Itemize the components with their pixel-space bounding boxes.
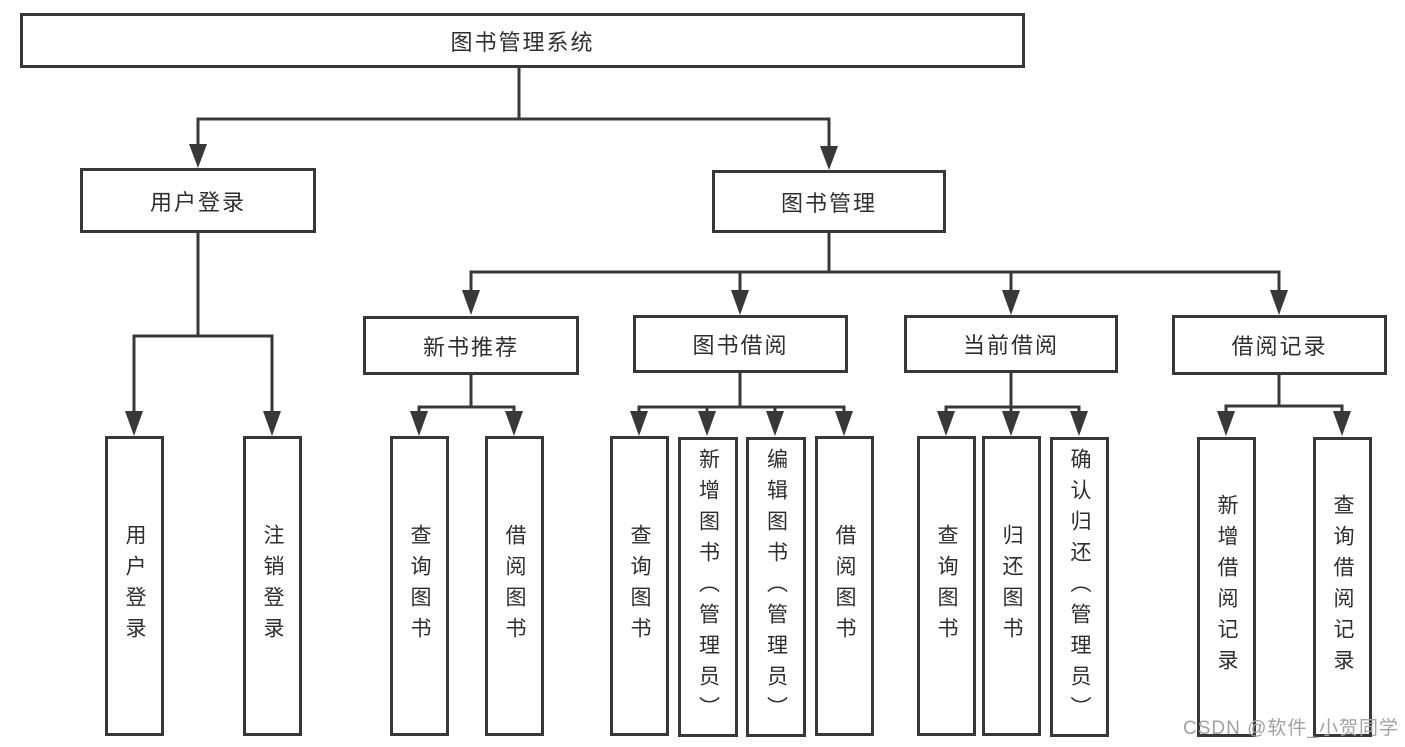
edge-newbook-crossbar: [417, 405, 516, 413]
node-cb-query-books-label: 查询图书: [935, 524, 958, 648]
node-nb-query-books: 查询图书: [390, 436, 449, 736]
node-cb-return-books-label: 归还图书: [1000, 524, 1023, 648]
edge-level2-crossbar: [196, 117, 831, 147]
node-user-login-group-label: 用户登录: [149, 189, 246, 215]
node-book-management: 图书管理: [712, 170, 946, 233]
edge-arrowheads: [125, 144, 1351, 436]
edge-borrowing-crossbar: [637, 405, 846, 413]
node-cb-confirm-return: 确认归还（管理员）: [1050, 437, 1109, 737]
node-bb-query-books: 查询图书: [610, 436, 669, 736]
arrow-current-borrowing: [1002, 290, 1020, 315]
arrow-user-login-group: [189, 144, 207, 168]
node-user-login: 用户登录: [105, 436, 164, 736]
node-new-book-recommend-label: 新书推荐: [422, 334, 519, 360]
arrow-borrowing-records: [1270, 290, 1288, 315]
arrow-new-book-recommend: [462, 290, 480, 315]
node-bb-borrow-books-label: 借阅图书: [833, 524, 856, 648]
node-br-query-record-label: 查询借阅记录: [1331, 494, 1354, 680]
node-cb-return-books: 归还图书: [982, 436, 1041, 736]
edge-records-crossbar: [1224, 404, 1344, 413]
arrow-cb-confirm-return: [1070, 411, 1088, 436]
arrow-bb-query-books: [630, 411, 648, 436]
node-bb-add-books-label: 新增图书（管理员）: [696, 447, 720, 727]
node-book-borrowing-label: 图书借阅: [692, 333, 789, 358]
arrow-bb-borrow-books: [835, 411, 853, 436]
arrow-br-add-record: [1217, 411, 1235, 436]
edge-lines: [132, 68, 1344, 413]
node-br-add-record-label: 新增借阅记录: [1215, 494, 1238, 680]
node-cb-confirm-return-label: 确认归还（管理员）: [1068, 447, 1091, 727]
node-root: 图书管理系统: [20, 13, 1025, 68]
arrow-br-query-record: [1333, 411, 1351, 436]
arrow-user-login: [125, 411, 143, 436]
node-logout-label: 注销登录: [261, 524, 284, 648]
node-user-login-label: 用户登录: [123, 524, 146, 648]
node-br-add-record: 新增借阅记录: [1197, 437, 1256, 737]
node-nb-borrow-books: 借阅图书: [485, 436, 544, 736]
arrow-cb-return-books: [1002, 411, 1020, 436]
node-user-login-group: 用户登录: [80, 168, 316, 233]
node-nb-borrow-books-label: 借阅图书: [503, 524, 526, 648]
node-cb-query-books: 查询图书: [917, 436, 976, 736]
arrow-book-borrowing: [731, 290, 749, 315]
edge-login-crossbar: [132, 334, 274, 413]
arrow-bb-edit-books: [766, 411, 784, 436]
arrow-logout: [263, 411, 281, 436]
node-bb-edit-books: 编辑图书（管理员）: [746, 437, 806, 737]
arrow-nb-borrow-books: [505, 411, 523, 436]
arrow-bb-add-books: [698, 411, 716, 436]
node-bb-edit-books-label: 编辑图书（管理员）: [764, 447, 788, 727]
arrow-cb-query-books: [937, 411, 955, 436]
edge-level3-crossbar: [469, 270, 1281, 292]
node-root-label: 图书管理系统: [450, 29, 595, 55]
node-bb-borrow-books: 借阅图书: [815, 436, 874, 736]
node-bb-query-books-label: 查询图书: [628, 524, 651, 648]
node-br-query-record: 查询借阅记录: [1313, 437, 1372, 737]
node-nb-query-books-label: 查询图书: [408, 524, 431, 648]
node-book-borrowing: 图书借阅: [633, 315, 848, 373]
arrow-nb-query-books: [410, 411, 428, 436]
node-borrowing-records-label: 借阅记录: [1231, 334, 1328, 359]
node-bb-add-books: 新增图书（管理员）: [678, 437, 738, 737]
node-borrowing-records: 借阅记录: [1172, 315, 1387, 375]
arrow-book-management: [820, 146, 838, 170]
node-current-borrowing: 当前借阅: [904, 315, 1118, 373]
csdn-watermark: CSDN @软件_小贺同学: [1183, 718, 1399, 739]
node-current-borrowing-label: 当前借阅: [962, 333, 1059, 358]
node-logout: 注销登录: [243, 436, 302, 736]
node-new-book-recommend: 新书推荐: [363, 316, 579, 375]
node-book-management-label: 图书管理: [780, 190, 877, 216]
